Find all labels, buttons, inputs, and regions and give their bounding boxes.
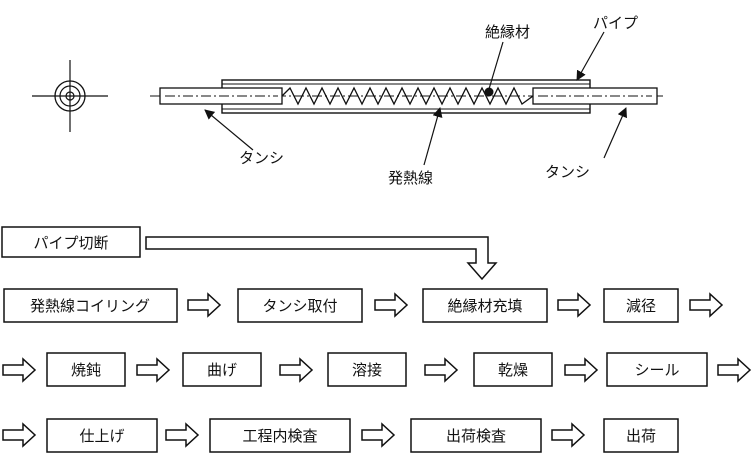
heating-coil: [281, 86, 534, 106]
step-drying: 乾燥: [498, 361, 528, 379]
step-box-shipping-inspection: [410, 418, 542, 453]
step-box-reduction: [603, 288, 679, 323]
step-box-inspection: [209, 418, 351, 453]
leader-lines: [204, 31, 627, 166]
label-terminal-right: タンシ: [545, 163, 590, 181]
step-box-pipe-cut: [1, 226, 141, 258]
step-shipping-inspection: 出荷検査: [446, 427, 506, 445]
insulation-marker: [484, 87, 494, 97]
step-box-insulation-fill: [422, 288, 548, 323]
step-annealing: 焼鈍: [71, 361, 101, 379]
step-box-finishing: [46, 418, 158, 453]
label-terminal-left: タンシ: [239, 149, 284, 167]
cross-section-view: [32, 60, 108, 132]
step-box-terminal-attach: [237, 288, 363, 323]
label-heating-wire: 発熱線: [388, 169, 433, 187]
step-welding: 溶接: [352, 361, 382, 379]
step-box-sealing: [606, 352, 708, 387]
step-wire-coiling: 発熱線コイリング: [30, 297, 150, 315]
step-box-shipping: [603, 418, 679, 453]
side-view: [150, 79, 663, 114]
flow-arrow-pipe-cut: [145, 236, 498, 281]
step-insulation-fill: 絶縁材充填: [447, 297, 522, 315]
step-terminal-attach: タンシ取付: [262, 297, 337, 315]
step-box-welding: [327, 352, 407, 387]
step-bending: 曲げ: [207, 361, 237, 379]
step-shipping: 出荷: [626, 427, 656, 445]
step-finishing: 仕上げ: [79, 427, 124, 445]
step-sealing: シール: [634, 361, 679, 379]
step-reduction: 減径: [626, 297, 656, 315]
step-box-drying: [473, 352, 553, 387]
step-inspection: 工程内検査: [242, 427, 317, 445]
label-pipe: パイプ: [593, 14, 638, 32]
step-box-annealing: [46, 352, 126, 387]
process-flow: [1, 226, 708, 453]
step-box-wire-coiling: [3, 288, 178, 323]
step-pipe-cut: パイプ切断: [33, 234, 108, 252]
label-insulation: 絶縁材: [485, 23, 530, 41]
step-box-bending: [182, 352, 262, 387]
